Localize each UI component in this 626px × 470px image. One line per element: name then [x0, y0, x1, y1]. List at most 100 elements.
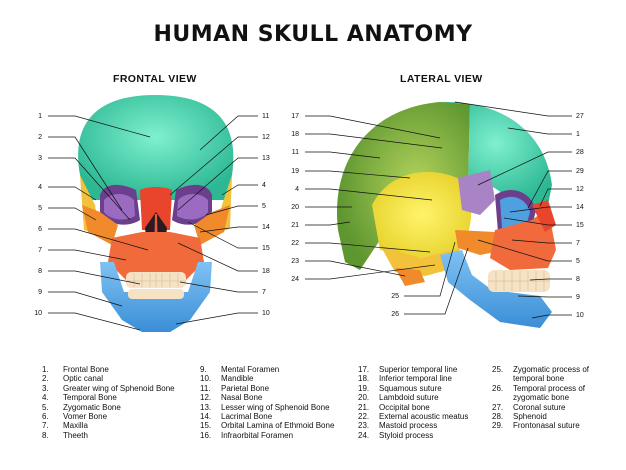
lateral-mandible-shape — [440, 250, 552, 328]
legend-item: 14.Lacrimal Bone — [200, 411, 273, 421]
frontal-callout-label: 7 — [262, 289, 266, 296]
frontal-callout-label: 7 — [38, 247, 42, 254]
frontal-callout-label: 2 — [38, 134, 42, 141]
legend-item: 9.Mental Foramen — [200, 365, 280, 374]
legend-item: 6.Vomer Bone — [42, 411, 108, 421]
frontal-leader-lines-left — [48, 115, 151, 331]
frontal-callout-label: 10 — [262, 310, 270, 317]
lateral-callout-label: 18 — [291, 131, 299, 138]
legend-item: 19.Squamous suture — [358, 383, 442, 393]
lateral-callout-label: 29 — [576, 168, 584, 175]
legend-item: 3.Greater wing of Sphenoid Bone — [42, 383, 175, 393]
lateral-callout-label: 23 — [291, 258, 299, 265]
frontal-callout-label: 10 — [34, 310, 42, 317]
zygomatic-left-shape — [82, 205, 118, 245]
legend-item: 13.Lesser wing of Sphenoid Bone — [200, 402, 330, 412]
frontal-callout-label: 5 — [38, 205, 42, 212]
frontal-skull — [78, 95, 234, 332]
lateral-callout-label: 17 — [291, 113, 299, 120]
legend-item: 23.Mastoid process — [358, 421, 438, 431]
frontal-callout-label: 1 — [38, 113, 42, 120]
legend-item: 18.Inferior temporal line — [358, 374, 452, 384]
legend-column-3: 17.Superior temporal line 18.Inferior te… — [358, 365, 488, 440]
legend-item: 26.Temporal process of zygomatic bone — [492, 383, 586, 403]
temporal-lower-shape — [380, 245, 460, 276]
nasal-region-shape — [140, 187, 172, 230]
legend-item: 28.Sphenoid — [492, 411, 547, 421]
legend-item: 22.External acoustic meatus — [358, 411, 469, 421]
legend-column-4: 25.Zygomatic process of temporal bone 26… — [492, 365, 612, 431]
frontal-callout-label: 6 — [38, 226, 42, 233]
frontal-callout-label: 12 — [262, 134, 270, 141]
frontal-callout-label: 14 — [262, 224, 270, 231]
lateral-callout-label: 14 — [576, 204, 584, 211]
lateral-leader-lines-right — [454, 101, 572, 319]
lateral-leader-lines-bottom — [404, 241, 469, 315]
sphenoid-shape — [458, 170, 495, 215]
frontal-callout-label: 8 — [38, 268, 42, 275]
legend-item: 4.Temporal Bone — [42, 393, 117, 403]
lateral-numbers: 17 18 11 19 4 20 21 22 23 24 27 1 28 29 … — [291, 113, 584, 319]
legend-item: 11.Parietal Bone — [200, 383, 270, 393]
lateral-leader-lines-left — [305, 115, 443, 280]
legend-item: 1.Frontal Bone — [42, 365, 109, 374]
legend-item: 20.Lambdoid suture — [358, 393, 439, 403]
lateral-skull — [336, 101, 556, 328]
legend-item: 7.Maxilla — [42, 421, 88, 431]
lateral-callout-label: 24 — [291, 276, 299, 283]
squamous-temporal-shape — [372, 172, 472, 258]
lateral-callout-label: 5 — [576, 258, 580, 265]
legend-item: 5.Zygomatic Bone — [42, 402, 121, 412]
frontal-callout-label: 5 — [262, 203, 266, 210]
frontal-bone-shape — [78, 95, 234, 200]
legend-item: 17.Superior temporal line — [358, 365, 458, 374]
page-title: HUMAN SKULL ANATOMY — [153, 22, 473, 47]
lateral-callout-label: 9 — [576, 294, 580, 301]
frontal-view-title: FRONTAL VIEW — [113, 73, 197, 85]
frontal-callout-label: 15 — [262, 245, 270, 252]
lateral-callout-label: 11 — [292, 149, 299, 156]
legend-item: 27.Coronal suture — [492, 402, 566, 412]
frontal-callout-label: 13 — [262, 155, 270, 162]
frontal-callout-label: 4 — [38, 184, 42, 191]
lateral-callout-label: 20 — [291, 204, 299, 211]
frontal-callout-label: 18 — [262, 268, 270, 275]
legend-item: 16.Infraorbital Foramen — [200, 430, 294, 440]
legend-item: 12.Nasal Bone — [200, 393, 263, 403]
lateral-frontal-bone-shape — [440, 101, 552, 205]
lateral-callout-label: 1 — [576, 131, 580, 138]
legend-item: 25.Zygomatic process of temporal bone — [492, 365, 590, 384]
lateral-callout-label: 22 — [291, 240, 299, 247]
legend-item: 21.Occipital bone — [358, 402, 430, 412]
frontal-numbers: 1 2 3 4 5 6 7 8 9 10 11 12 13 4 5 14 15 … — [34, 113, 270, 317]
lateral-callout-label: 10 — [576, 312, 584, 319]
frontal-callout-label: 11 — [262, 113, 269, 120]
lateral-callout-label: 8 — [576, 276, 580, 283]
lateral-callout-label: 25 — [391, 293, 399, 300]
legend-item: 29.Frontonasal suture — [492, 421, 580, 431]
zygomatic-right-shape — [194, 205, 230, 245]
frontal-leader-lines-right — [169, 115, 258, 325]
frontal-callout-label: 9 — [38, 289, 42, 296]
lateral-callout-label: 4 — [295, 186, 299, 193]
legend-column-2: 9.Mental Foramen 10.Mandible 11.Parietal… — [200, 365, 350, 440]
lateral-callout-label: 12 — [576, 186, 584, 193]
legend-item: 10.Mandible — [200, 374, 254, 384]
frontal-callout-label: 4 — [262, 182, 266, 189]
mastoid-shape — [395, 268, 425, 286]
lateral-callout-label: 15 — [576, 222, 584, 229]
legend-item: 24.Styloid process — [358, 430, 434, 440]
lateral-callout-label: 21 — [291, 222, 299, 229]
frontal-callout-label: 3 — [38, 155, 42, 162]
legend-item: 2.Optic canal — [42, 374, 104, 384]
lateral-callout-label: 28 — [576, 149, 584, 156]
legend-column-1: 1.Frontal Bone 2.Optic canal 3.Greater w… — [42, 365, 192, 440]
lateral-callout-label: 7 — [576, 240, 580, 247]
lateral-callout-label: 26 — [391, 311, 399, 318]
lateral-callout-label: 19 — [291, 168, 299, 175]
lateral-callout-label: 27 — [576, 113, 584, 120]
legend-item: 15.Orbital Lamina of Ethmoid Bone — [200, 421, 335, 431]
lateral-view-title: LATERAL VIEW — [400, 73, 483, 85]
legend-item: 8.Theeth — [42, 430, 88, 440]
